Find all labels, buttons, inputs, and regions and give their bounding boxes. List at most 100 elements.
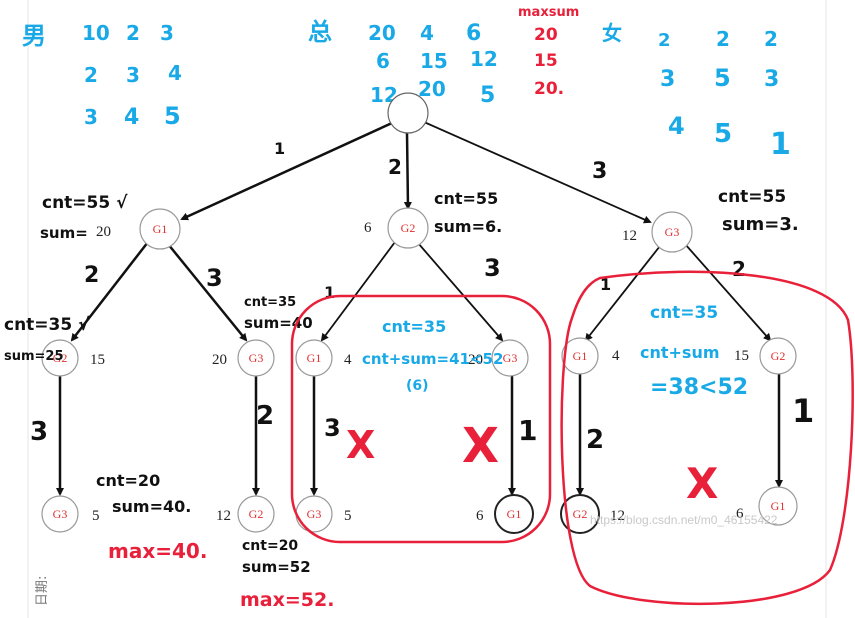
annotation-cnt: cnt=20 — [96, 471, 160, 490]
edge-root-g1 — [180, 121, 393, 221]
cell: 5 — [164, 102, 181, 130]
nodes: G1 20 G2 6 G3 12 G2 15 G3 20 G1 4 — [41, 92, 798, 534]
edge-g1-g3 — [167, 243, 248, 342]
annotation-sum: sum=40. — [112, 497, 191, 516]
node-label: G3 — [53, 507, 68, 521]
annotation-max: max=40. — [108, 539, 207, 563]
annotation-cnt: cnt=35 √ — [4, 315, 90, 335]
node-value: 20 — [212, 352, 227, 368]
node-label: G1 — [307, 351, 322, 365]
node-l2-b: G3 20 — [212, 339, 275, 377]
node-value: 5 — [344, 508, 352, 524]
annotation-cnt: cnt=35 — [244, 295, 296, 310]
cell: 10 — [82, 21, 110, 45]
node-l3-d: G1 6 — [476, 494, 534, 534]
annotation-cntsum: cnt+sum=41<52 — [362, 350, 503, 368]
annotation-max: max=52. — [240, 589, 334, 611]
annotation-sum: sum=6. — [434, 217, 502, 236]
node-value: 4 — [612, 348, 620, 364]
edge-label: 2 — [388, 155, 402, 179]
cell: 12 — [470, 47, 498, 71]
node-l2-f: G2 15 — [734, 337, 797, 375]
edge-g3-g1 — [584, 245, 661, 342]
cell: 4 — [668, 112, 685, 140]
annotation-compare: =38<52 — [650, 375, 748, 400]
node-label: G3 — [665, 225, 680, 239]
female-table: 女 2 2 2 3 5 3 4 5 1 — [602, 21, 791, 162]
node-value: 20 — [468, 352, 483, 368]
annotation-cnt: cnt=35 — [650, 303, 718, 323]
edge-g3-g2 — [684, 243, 772, 342]
node-label: G1 — [573, 349, 588, 363]
edge-label: 3 — [484, 254, 501, 282]
node-g1-level1: G1 20 — [96, 208, 181, 250]
node-value: 5 — [92, 508, 100, 524]
date-label: 日期: — [35, 576, 50, 606]
page-lines — [27, 0, 827, 618]
cross-mark: X — [346, 423, 375, 467]
edge-labels: 1 2 3 2 3 1 3 1 2 3 2 3 1 2 1 — [30, 139, 814, 455]
annotation-sum: sum=25 — [4, 349, 64, 364]
node-value: 6 — [476, 508, 484, 524]
cell: 4 — [168, 61, 182, 85]
cell: 1 — [770, 127, 791, 162]
prune-region-left — [290, 294, 552, 544]
cell: 2 — [126, 21, 140, 45]
node-label: G2 — [573, 507, 588, 521]
cell: 4 — [420, 21, 434, 45]
edge-label: 2 — [732, 257, 746, 281]
node-label: G3 — [307, 507, 322, 521]
edge-label: 3 — [324, 414, 341, 442]
male-table: 男 10 2 3 2 3 4 3 4 5 — [22, 21, 182, 130]
prune-marks: X X X — [290, 270, 854, 606]
annotation-cnt: cnt=20 — [242, 538, 298, 554]
node-value: 6 — [736, 506, 744, 522]
node-value: 12 — [216, 508, 231, 524]
edge-label: 3 — [592, 159, 607, 184]
cell: 20 — [368, 21, 396, 45]
cell: 3 — [660, 67, 675, 92]
cell: 4 — [124, 105, 139, 130]
node-g2-level1: G2 6 — [364, 207, 429, 249]
node-l3-c: G3 5 — [295, 495, 352, 533]
annotation-cntsum: cnt+sum — [640, 343, 720, 362]
edge-label: 2 — [256, 401, 274, 431]
maxsum-column: maxsum 20 15 20. — [518, 5, 579, 99]
cell: 15 — [534, 51, 558, 71]
cross-mark: X — [462, 418, 499, 474]
node-value: 12 — [622, 228, 637, 244]
cell: 20. — [534, 79, 564, 99]
cell: 5 — [714, 64, 731, 92]
edges — [56, 121, 783, 496]
node-value: 15 — [90, 352, 105, 368]
cell: 3 — [84, 105, 98, 129]
edge-g2-g1 — [320, 241, 396, 342]
annotation-note: (6) — [406, 378, 429, 394]
total-label: 总 — [308, 18, 332, 46]
edge-label: 3 — [206, 264, 223, 292]
edge-label: 1 — [274, 139, 285, 158]
cell: 3 — [160, 21, 174, 45]
node-label: G1 — [507, 507, 522, 521]
cell: 5 — [480, 83, 495, 108]
node-g3-level1: G3 12 — [622, 211, 693, 253]
watermark: https://blog.csdn.net/m0_46155422 — [590, 513, 778, 527]
annotations: cnt=55 √ sum= cnt=55 sum=6. cnt=55 sum=3… — [4, 187, 799, 611]
edge-label: 3 — [30, 417, 48, 447]
node-label: G2 — [401, 221, 416, 235]
node-value: 20 — [96, 224, 111, 240]
cross-mark: X — [686, 459, 718, 508]
annotation-cnt: cnt=35 — [382, 317, 446, 336]
annotation-cnt: cnt=55 √ — [42, 193, 128, 213]
node-label: G1 — [771, 499, 786, 513]
annotation-sum: sum= — [40, 224, 88, 242]
edge-g1-g2 — [70, 241, 149, 342]
cell: 2 — [716, 27, 730, 51]
node-label: G3 — [503, 351, 518, 365]
female-label: 女 — [602, 21, 622, 45]
cell: 15 — [420, 49, 448, 73]
annotation-sum: sum=40 — [244, 314, 313, 332]
node-value: 6 — [364, 220, 372, 236]
